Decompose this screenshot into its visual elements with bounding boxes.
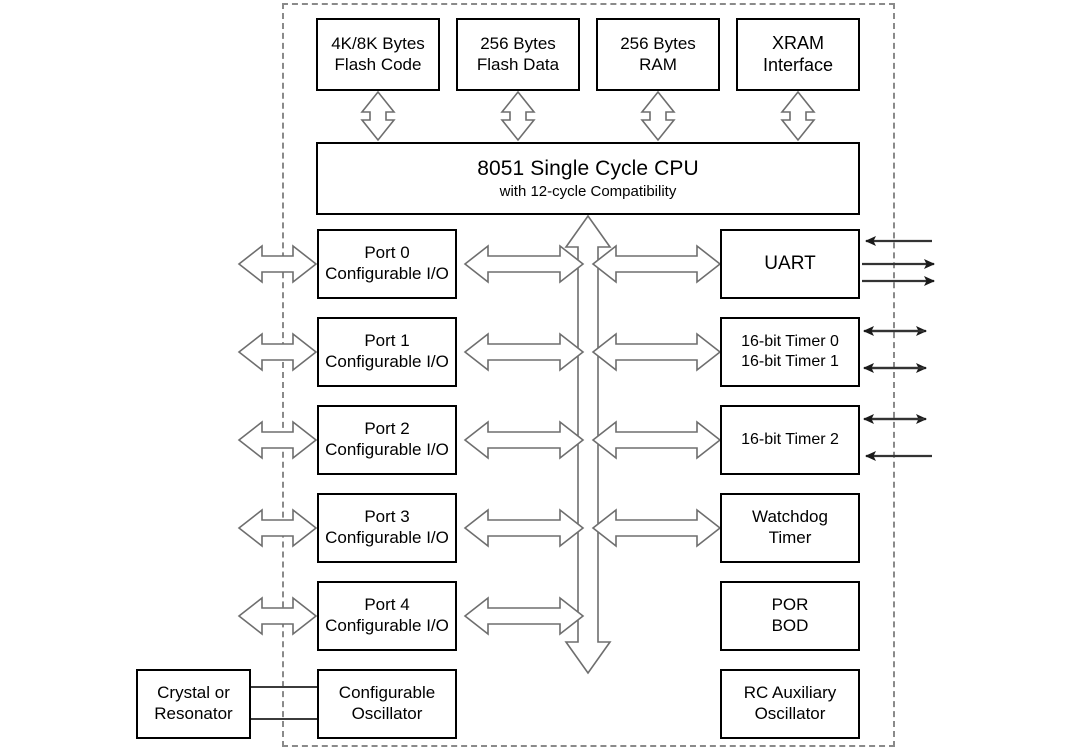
block-xram-line1: XRAM [771, 32, 824, 53]
block-flash-code-line1: 4K/8K Bytes [331, 33, 425, 53]
block-cpu-line1: 8051 Single Cycle CPU [477, 156, 699, 180]
block-rc-osc-line1: RC Auxiliary [743, 683, 837, 703]
block-watchdog-timer[interactable]: Watchdog Timer [720, 493, 860, 563]
block-port-1-line1: Port 1 [364, 331, 410, 351]
block-port-1-line2: Configurable I/O [325, 352, 449, 371]
chip-die-boundary [282, 3, 895, 747]
block-flash-code[interactable]: 4K/8K Bytes Flash Code [316, 18, 440, 91]
block-crystal-line2: Resonator [154, 704, 233, 723]
block-port-3[interactable]: Port 3 Configurable I/O [317, 493, 457, 563]
block-flash-data[interactable]: 256 Bytes Flash Data [456, 18, 580, 91]
block-cpu[interactable]: 8051 Single Cycle CPU with 12-cycle Comp… [316, 142, 860, 215]
block-xram-line2: Interface [762, 54, 834, 75]
block-cfg-osc-line1: Configurable [338, 683, 436, 703]
block-configurable-oscillator[interactable]: Configurable Oscillator [317, 669, 457, 739]
block-xram-interface[interactable]: XRAM Interface [736, 18, 860, 91]
block-port-4[interactable]: Port 4 Configurable I/O [317, 581, 457, 651]
block-port-4-line2: Configurable I/O [325, 616, 449, 635]
block-flash-data-line1: 256 Bytes [480, 33, 556, 53]
block-flash-data-line2: Flash Data [476, 54, 560, 74]
block-crystal-resonator[interactable]: Crystal or Resonator [136, 669, 251, 739]
block-cfg-osc-line2: Oscillator [351, 704, 423, 723]
block-port-0-line1: Port 0 [364, 243, 410, 263]
block-port-0[interactable]: Port 0 Configurable I/O [317, 229, 457, 299]
block-port-2-line2: Configurable I/O [325, 440, 449, 459]
block-ram-line1: 256 Bytes [620, 33, 696, 53]
block-watchdog-line2: Timer [768, 528, 812, 547]
block-flash-code-line2: Flash Code [334, 54, 422, 74]
block-port-2[interactable]: Port 2 Configurable I/O [317, 405, 457, 475]
block-port-2-line1: Port 2 [364, 419, 410, 439]
block-ram[interactable]: 256 Bytes RAM [596, 18, 720, 91]
block-timer-0-1[interactable]: 16-bit Timer 0 16-bit Timer 1 [720, 317, 860, 387]
block-port-0-line2: Configurable I/O [325, 264, 449, 283]
block-timer-0-line: 16-bit Timer 0 [741, 333, 839, 351]
block-timer-2[interactable]: 16-bit Timer 2 [720, 405, 860, 475]
block-por-bod[interactable]: POR BOD [720, 581, 860, 651]
block-port-3-line1: Port 3 [364, 507, 410, 527]
block-port-1[interactable]: Port 1 Configurable I/O [317, 317, 457, 387]
block-timer-2-line1: 16-bit Timer 2 [741, 431, 839, 449]
block-ram-line2: RAM [639, 54, 677, 74]
block-por-line: POR [771, 595, 809, 615]
block-uart[interactable]: UART [720, 229, 860, 299]
block-uart-line1: UART [764, 253, 816, 275]
block-rc-osc-line2: Oscillator [754, 704, 826, 723]
block-crystal-line1: Crystal or [157, 683, 230, 703]
block-rc-auxiliary-oscillator[interactable]: RC Auxiliary Oscillator [720, 669, 860, 739]
block-port-3-line2: Configurable I/O [325, 528, 449, 547]
block-cpu-line2: with 12-cycle Compatibility [499, 183, 677, 201]
block-timer-1-line: 16-bit Timer 1 [741, 353, 839, 370]
block-bod-line: BOD [771, 616, 809, 635]
block-port-4-line1: Port 4 [364, 595, 410, 615]
block-watchdog-line1: Watchdog [752, 507, 828, 527]
